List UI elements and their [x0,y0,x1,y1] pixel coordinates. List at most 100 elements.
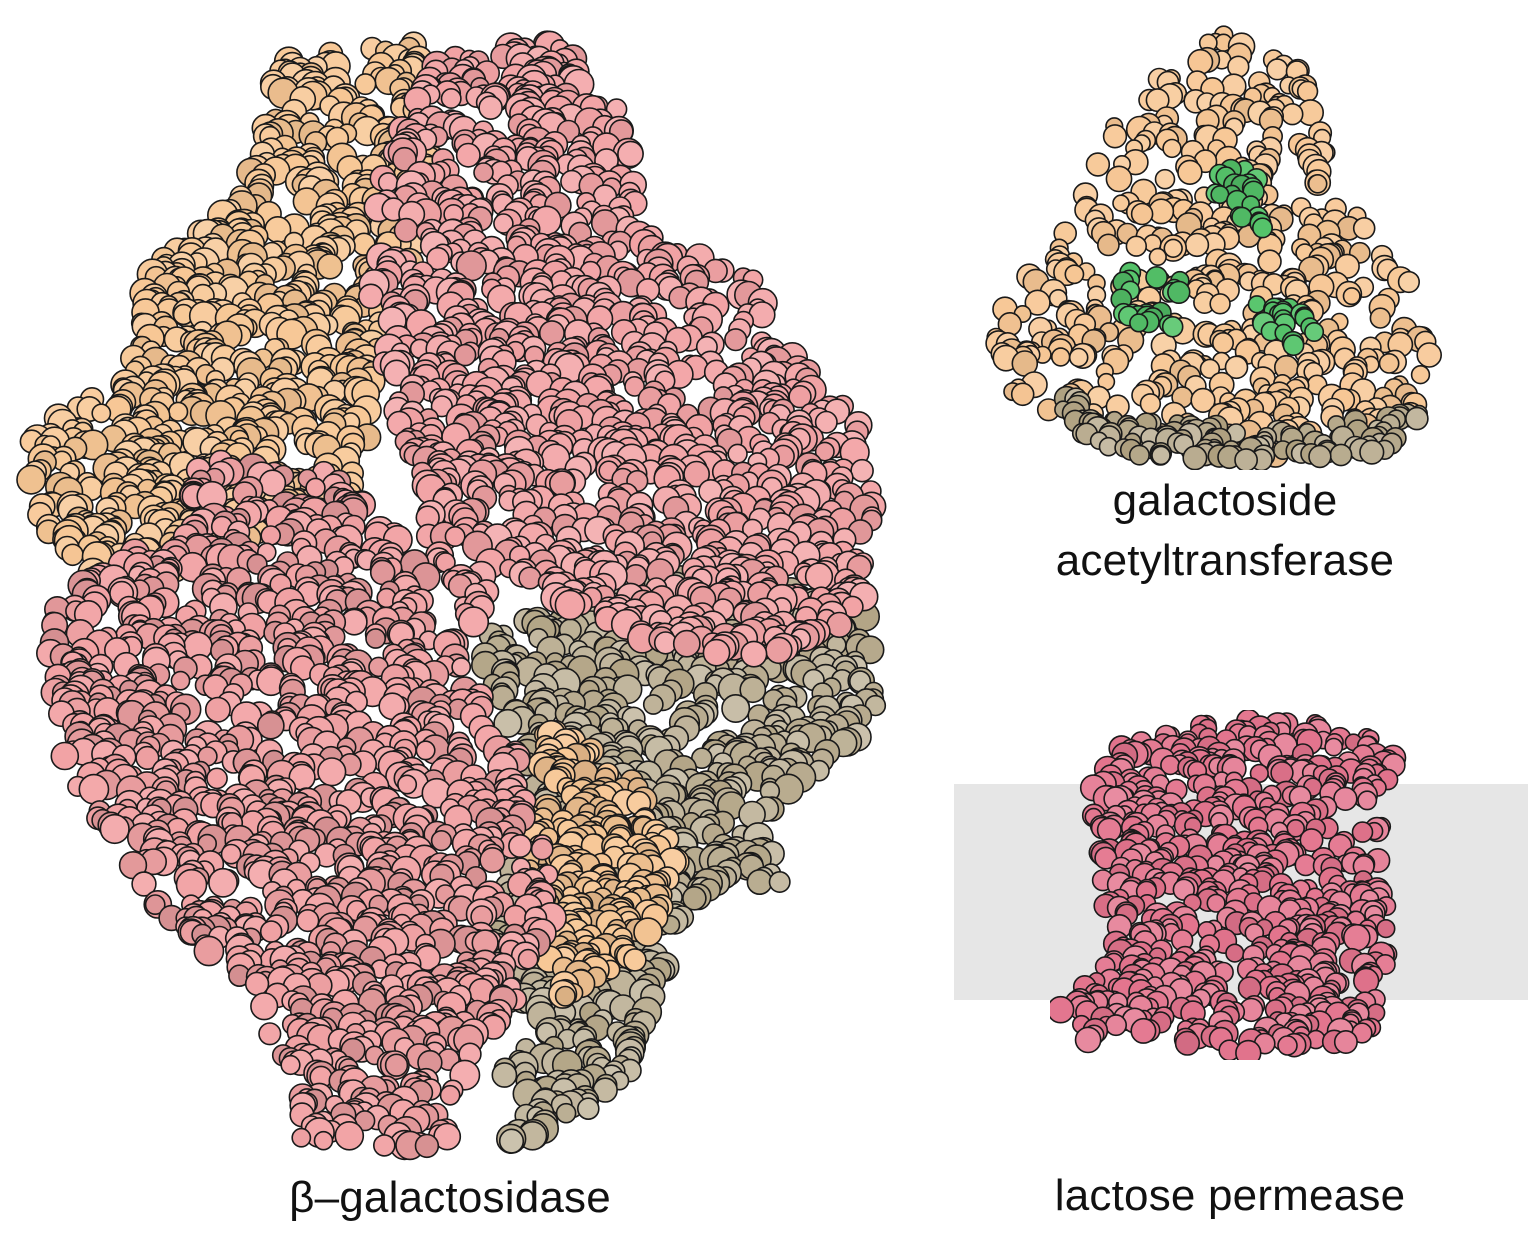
atom-sphere [208,867,238,898]
atom-sphere [617,140,644,168]
atom-sphere [1281,102,1304,126]
atom-sphere [415,740,436,761]
atom-sphere [727,443,748,464]
atom-sphere [554,985,576,1007]
atom-sphere [250,992,279,1021]
atom-sphere [451,657,472,677]
atom-sphere [1257,249,1282,274]
atom-sphere [702,638,731,667]
atom-sphere [517,948,539,970]
atom-sphere [826,611,853,639]
atom-sphere [1296,80,1319,103]
atom-sphere [576,1097,600,1120]
atom-sphere [397,774,418,795]
atom-sphere [358,283,384,310]
atom-sphere [354,73,377,96]
atom-sphere [554,589,586,621]
atom-sphere [393,217,419,243]
atom-sphere [1162,138,1182,159]
atom-sphere [764,636,793,665]
atom-sphere [473,162,494,183]
atom-sphere [633,917,663,947]
atom-sphere [1064,264,1085,285]
atom-sphere [1102,124,1128,149]
atom-sphere [1352,217,1376,240]
atom-sphere [99,813,130,845]
atom-sphere [259,920,283,943]
atom-sphere [244,971,270,996]
atom-sphere [384,1053,409,1077]
atom-sphere [280,1054,301,1076]
atom-sphere [1148,247,1167,266]
atom-sphere [1085,152,1111,177]
atom-sphere [1154,168,1176,190]
atom-sphere [498,1128,525,1154]
galactoside-acetyltransferase-structure [970,10,1460,470]
atom-sphere [206,767,228,790]
atom-sphere [672,629,701,658]
atom-sphere [260,525,282,546]
atom-sphere [724,328,748,352]
atom-sphere [623,948,647,972]
atom-sphere [850,458,874,483]
atom-sphere [642,694,664,715]
atom-sphere [372,1134,396,1157]
atom-sphere [1105,165,1133,193]
atom-sphere [682,885,707,911]
atom-sphere [1130,202,1154,226]
atom-sphere [493,213,514,234]
atom-sphere [455,142,481,168]
atom-sphere [439,1084,461,1106]
atom-sphere [1184,232,1210,258]
atom-sphere [1068,347,1089,368]
atom-sphere [1266,58,1289,81]
atom-sphere [258,1022,282,1046]
atom-sphere [1410,365,1431,385]
atom-sphere [1187,48,1214,75]
atom-sphere [316,253,344,280]
atom-sphere [555,1102,577,1124]
atom-sphere [530,837,554,861]
atom-sphere [91,403,112,424]
atom-sphere [50,741,80,771]
atom-sphere [1096,233,1120,257]
atom-sphere [365,628,387,649]
atom-sphere [16,464,47,495]
atom-sphere [1050,347,1071,367]
atom-sphere [1378,352,1400,374]
atom-sphere [392,146,417,172]
atom-sphere [508,833,533,858]
atom-sphere [414,1133,440,1159]
atom-sphere [1307,174,1328,194]
atom-sphere [1125,235,1148,257]
beta-galactosidase-structure [16,30,887,1161]
atom-sphere [493,708,523,738]
atom-sphere [170,670,191,691]
atom-sphere [440,88,462,110]
atom-sphere [317,757,347,787]
atom-sphere [305,477,326,498]
atom-sphere [746,868,773,895]
atom-sphere [1212,331,1235,354]
atom-sphere [804,562,834,591]
atom-sphere [1369,307,1391,329]
atom-sphere [721,693,751,723]
atom-sphere [478,95,503,120]
atom-sphere [1010,382,1035,407]
atom-sphere [518,566,542,590]
atom-sphere [377,172,399,193]
atom-sphere [1209,293,1231,315]
atom-sphere [1397,270,1421,294]
atom-sphere [430,829,453,852]
atom-sphere [1177,159,1203,186]
atom-sphere [204,696,231,723]
atom-sphere [61,543,84,567]
beta-galactosidase-label: β–galactosidase [289,1173,611,1222]
atom-sphere [479,846,506,874]
atom-sphere [768,870,791,893]
atom-sphere [1163,238,1183,259]
atom-sphere [444,525,466,547]
atom-sphere [334,1121,365,1151]
atom-sphere [291,1127,312,1148]
atom-sphere [1342,287,1361,306]
